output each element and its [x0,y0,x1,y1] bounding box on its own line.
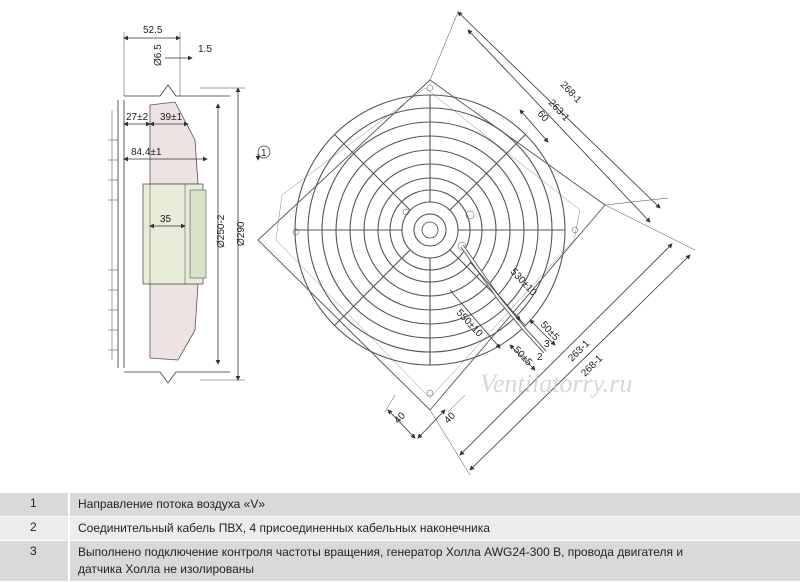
dim-40-right: 40 [442,410,458,426]
motor-hub [413,213,447,247]
dim-50-b: 50±5 [511,345,534,369]
dim-diameter-290: Ø290 [236,221,247,246]
callout-1-label: 1 [261,148,267,159]
dim-27: 27±2 [126,112,149,123]
legend-number: 2 [0,517,70,540]
dim-52-5: 52.5 [143,25,163,36]
dim-diameter-6-5: Ø6.5 [153,44,164,66]
dim-35: 35 [160,214,172,225]
callout-1-marker [257,145,271,159]
legend-text: Направление потока воздуха «V» [70,493,800,516]
dim-263-bottom: 263-1 [566,338,592,364]
dim-60: 60 [535,109,551,125]
legend-text-line: Выполнено подключение контроля частоты в… [78,545,684,559]
legend-row: 3 Выполнено подключение контроля частоты … [0,541,800,582]
legend-table: 1 Направление потока воздуха «V» 2 Соединит… [0,493,800,582]
dim-1-5: 1.5 [198,44,212,55]
legend-text: Выполнено подключение контроля частоты в… [70,541,800,581]
legend-text-line: Направление потока воздуха «V» [78,497,266,511]
legend-row: 2 Соединительный кабель ПВХ, 4 присоедине… [0,517,800,541]
dim-268-top: 268-1 [558,80,584,107]
side-view: 52.5 Ø6.5 1.5 27±2 39±1 84.4±1 35 Ø250-2… [108,25,271,384]
legend-text-line: Соединительный кабель ПВХ, 4 присоединен… [78,521,490,535]
legend-row: 1 Направление потока воздуха «V» [0,493,800,517]
legend-text: Соединительный кабель ПВХ, 4 присоединен… [70,517,800,540]
callout-2-label: 2 [537,352,543,363]
fan-guard-grille [294,94,566,366]
front-view: 268-1 263-1 60 530±10 550±10 50±5 50±5 2… [257,11,696,476]
watermark: Ventilatorry.ru [480,369,632,398]
callout-3-label: 3 [544,339,550,350]
dim-39: 39±1 [160,112,183,123]
dim-530: 530±10 [508,267,539,299]
fan-blade-bottom [149,283,199,361]
dim-diameter-250: Ø250-2 [216,214,227,248]
dim-84-4: 84.4±1 [131,147,162,158]
legend-number: 1 [0,493,70,516]
legend-number: 3 [0,541,70,581]
fan-technical-drawing: 52.5 Ø6.5 1.5 27±2 39±1 84.4±1 35 Ø250-2… [108,11,696,476]
dim-40-left: 40 [392,410,408,426]
dim-263-top: 263-1 [546,98,572,125]
